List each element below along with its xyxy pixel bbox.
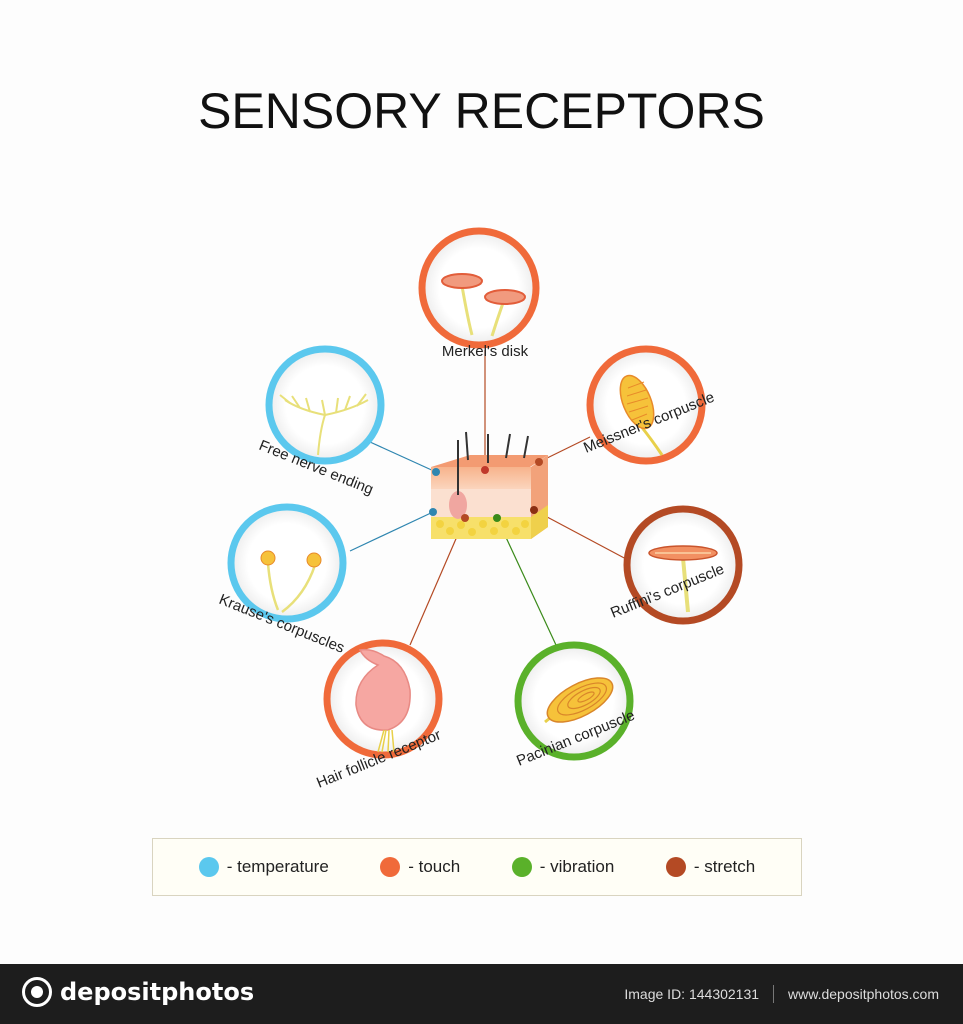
merkel-disk-icon [441, 273, 526, 337]
footer-bar: depositphotos Image ID: 144302131 www.de… [0, 964, 963, 1024]
site-url[interactable]: www.depositphotos.com [788, 986, 939, 1002]
diagram-title: SENSORY RECEPTORS [198, 83, 765, 139]
receptor-krause: Krause's corpuscles [217, 503, 347, 657]
receptor-label-merkel: Merkel's disk [442, 343, 529, 360]
connector-krause [349, 511, 434, 552]
footer-divider [773, 985, 775, 1003]
legend-label-touch: - touch [408, 857, 461, 876]
image-id: Image ID: 144302131 [624, 986, 760, 1002]
hair-follicle-icon [355, 648, 411, 753]
free-nerve-ending-icon [279, 393, 369, 456]
connector-lines [349, 350, 629, 646]
legend-item-vibration: - vibration [511, 857, 615, 877]
connector-pacinian [496, 517, 557, 646]
brand-name: depositphotos [60, 978, 255, 1006]
brand-link[interactable]: depositphotos [22, 977, 254, 1007]
footer-info: Image ID: 144302131 www.depositphotos.co… [624, 985, 939, 1003]
legend-item-touch: - touch [380, 857, 460, 877]
connector-ruffini [533, 509, 629, 561]
legend-item-temperature: - temperature [198, 857, 329, 877]
krause-corpuscle-icon [260, 550, 322, 614]
receptor-meissner: Meissner's corpuscle [581, 345, 717, 465]
legend-label-temperature: - temperature [226, 857, 329, 876]
receptor-merkel: Merkel's disk [418, 227, 540, 360]
receptor-diagram: Merkel's disk Meissner's corpuscle [217, 227, 743, 792]
connector-hair-follicle [409, 517, 466, 646]
temperature-dot-icon [198, 857, 219, 877]
vibration-dot-icon [511, 857, 532, 877]
receptor-pacinian: Pacinian corpuscle [514, 641, 637, 770]
ruffini-corpuscle-icon [648, 545, 718, 613]
pacinian-corpuscle-icon [544, 677, 614, 724]
legend: - temperature - touch - vibration - stre… [152, 838, 802, 896]
legend-label-stretch: - stretch [693, 857, 756, 876]
connector-free-nerve [369, 441, 437, 473]
receptor-free-nerve: Free nerve ending [257, 345, 385, 498]
diagram-stage: SENSORY RECEPTORS [152, 83, 802, 896]
skin-cross-section [429, 431, 548, 539]
depositphotos-logo-icon [22, 977, 52, 1007]
stretch-dot-icon [665, 857, 686, 877]
legend-label-vibration: - vibration [539, 857, 615, 876]
receptor-hair-follicle: Hair follicle receptor [314, 639, 443, 792]
touch-dot-icon [380, 857, 401, 877]
legend-item-stretch: - stretch [665, 857, 756, 877]
receptor-ruffini: Ruffini's corpuscle [608, 505, 743, 625]
meissner-corpuscle-icon [619, 374, 664, 456]
